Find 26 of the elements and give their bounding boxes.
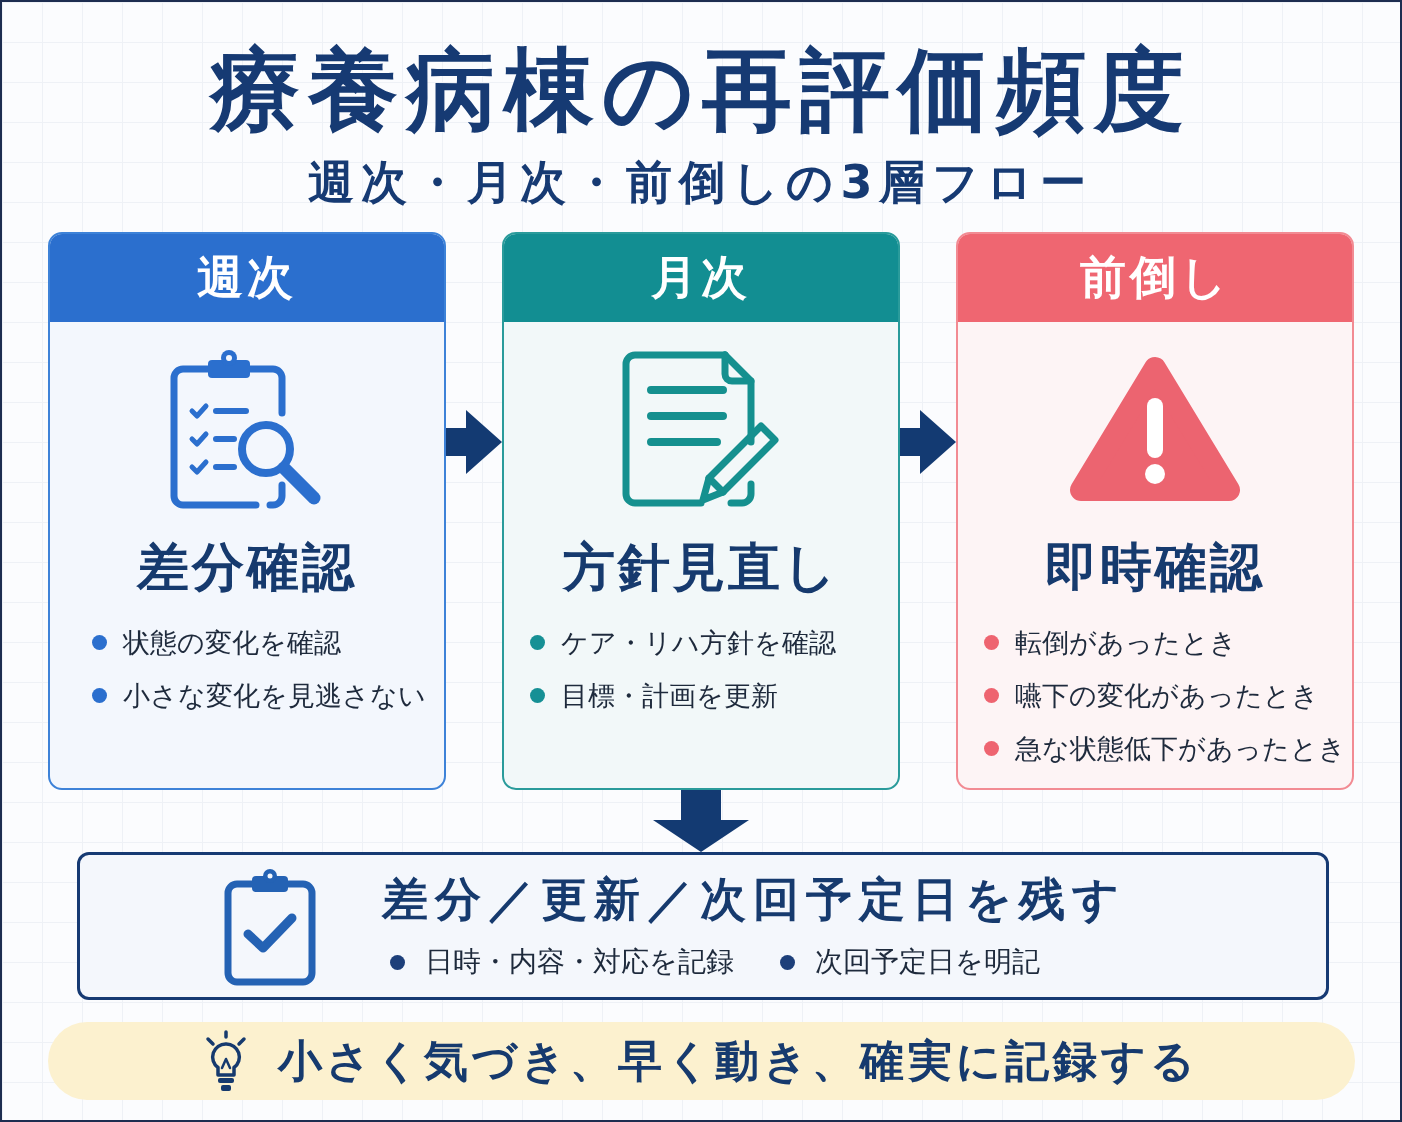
list-item-text: 嚥下の変化があったとき [1015,679,1319,713]
summary-box [77,852,1329,1000]
card-header: 前倒し [958,234,1352,322]
summary-heading: 差分／更新／次回予定日を残す [382,871,1126,927]
list-item-text: 転倒があったとき [1015,626,1237,660]
process-card [502,232,900,790]
arrow [653,790,749,852]
card-header: 週次 [50,234,444,322]
list-item-text: 小さな変化を見逃さない [123,679,426,713]
list-item-text: 次回予定日を明記 [815,944,1040,980]
list-item-text: 目標・計画を更新 [561,679,778,713]
subtitle: 週次・月次・前倒しの3層フロー [308,154,1094,210]
process-card [956,232,1354,790]
card-header: 月次 [504,234,898,322]
list-item-text: 状態の変化を確認 [123,626,341,660]
list-item-text: 急な状態低下があったとき [1015,732,1346,766]
title: 療養病棟の再評価頻度 [210,38,1192,142]
card-heading: 方針見直し [563,537,839,597]
list-item-text: ケア・リハ方針を確認 [561,626,836,660]
card-heading: 差分確認 [137,537,357,597]
list-item-text: 日時・内容・対応を記録 [425,944,734,980]
arrow [900,410,956,474]
process-card [48,232,446,790]
arrow [446,410,502,474]
tip-text: 小さく気づき、早く動き、確実に記録する [278,1034,1199,1088]
card-heading: 即時確認 [1045,537,1265,597]
